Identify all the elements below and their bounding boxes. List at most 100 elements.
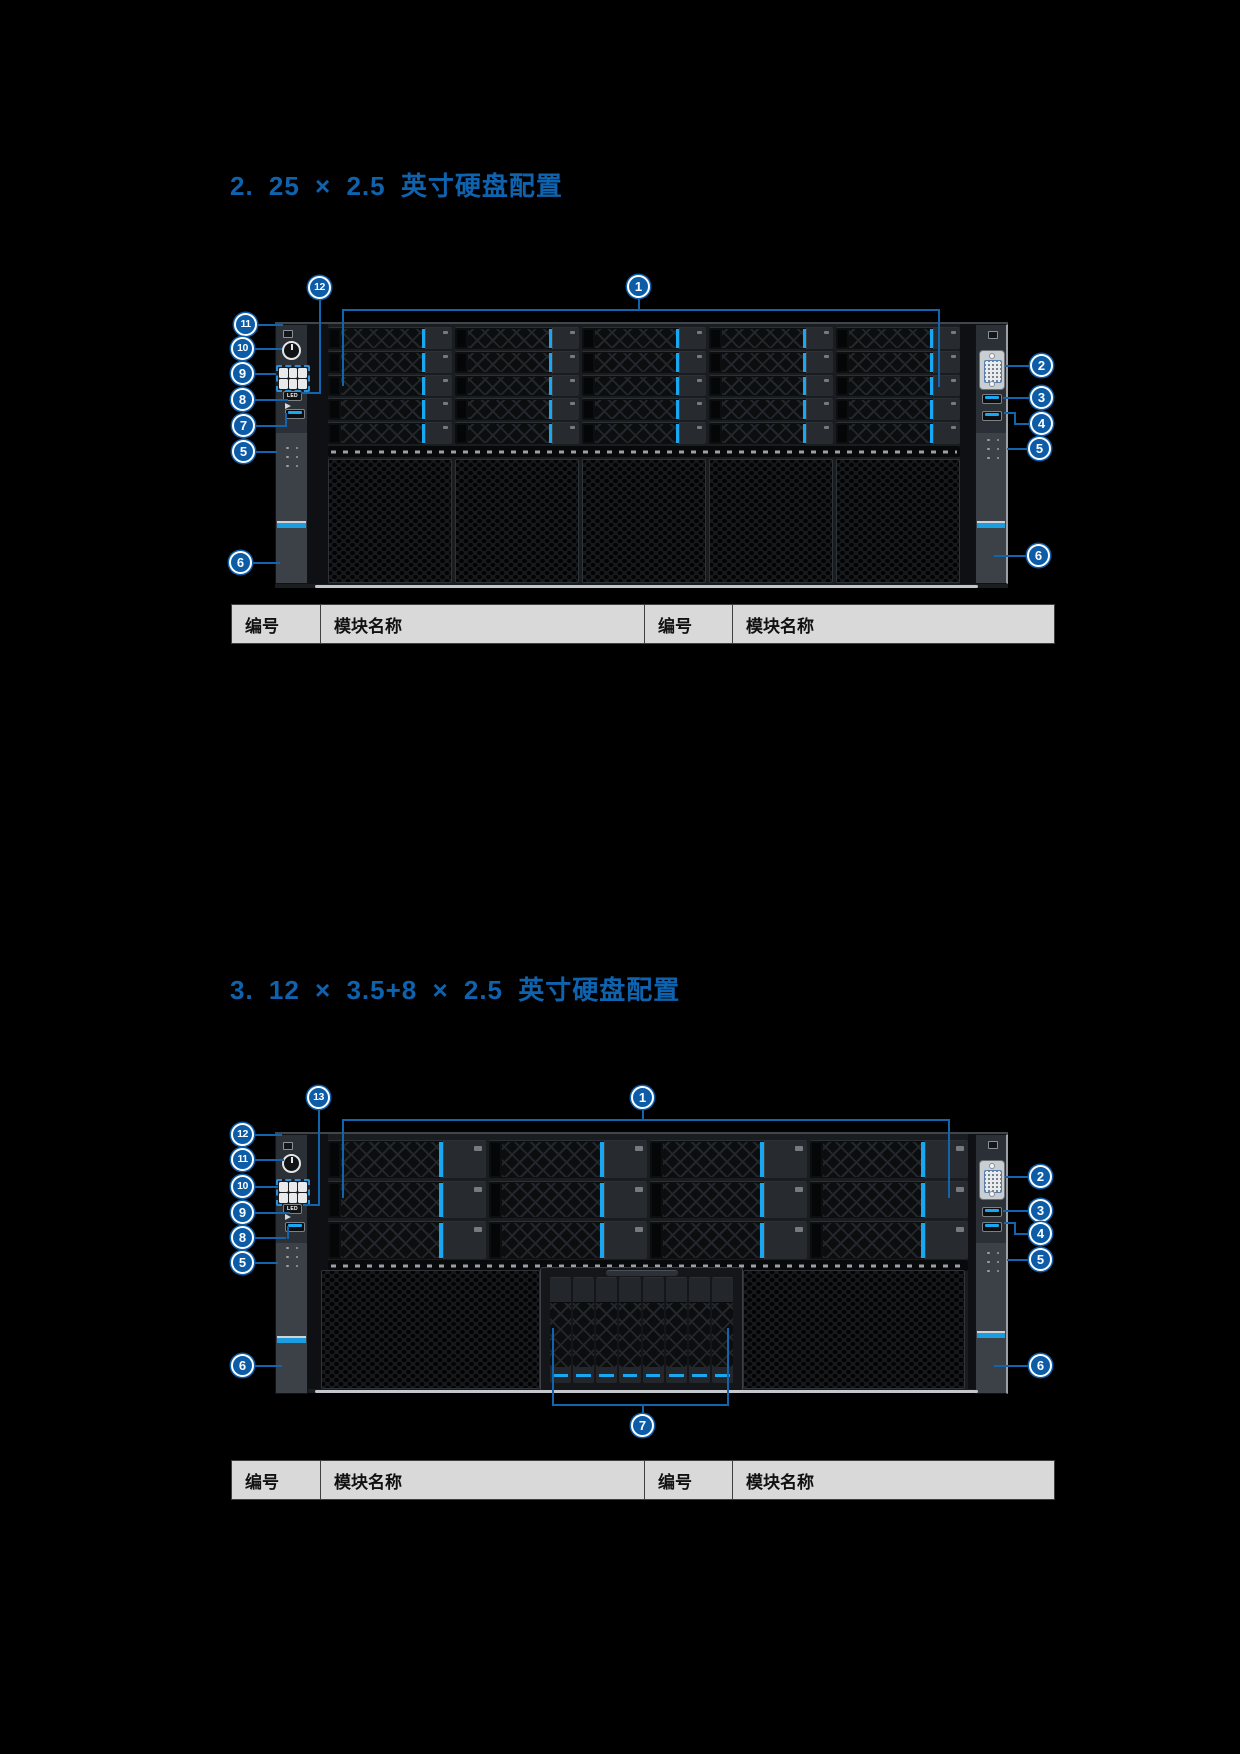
slot-cap: [596, 1278, 618, 1303]
tray-lattice: [468, 424, 549, 443]
drive-bay-grid-35: [328, 1140, 968, 1259]
leader-line: [342, 1121, 344, 1198]
drive-tray: [328, 1180, 486, 1219]
callout-vga-port: 2: [1029, 1165, 1052, 1188]
leader-line: [254, 1212, 290, 1214]
usb-port-icon: [982, 1207, 1002, 1217]
tray-lattice: [642, 1303, 664, 1367]
callout-right-ear: 5: [1028, 437, 1051, 460]
callout-left-ear: 5: [232, 440, 255, 463]
server-front-view-12x3.5-8x2.5: LED: [275, 1132, 1008, 1394]
drive-tray: [709, 398, 833, 421]
tray-latch: [425, 328, 452, 349]
dot-icon: [996, 438, 999, 442]
slot-bottom: [550, 1367, 572, 1383]
tray-latch: [425, 351, 452, 373]
pinhole-button-icon: [283, 330, 293, 338]
tray-vent: [490, 1224, 500, 1257]
tray-vent: [584, 425, 593, 442]
drive-tray: [649, 1221, 808, 1259]
tray-vent: [490, 1143, 500, 1176]
tray-latch: [806, 423, 833, 444]
status-led-icon: [298, 1182, 307, 1192]
tray-vent: [584, 377, 593, 395]
tray-latch: [552, 399, 579, 421]
drive-led-bar: [676, 424, 679, 443]
drive-led-bar: [622, 1373, 638, 1377]
tray-lattice: [341, 352, 422, 372]
dot-icon: [295, 1264, 298, 1268]
drive-led-bar: [760, 1182, 765, 1218]
screw-icon: [989, 1163, 995, 1169]
tray-lattice: [849, 352, 930, 372]
tray-latch: [552, 423, 579, 444]
chassis-bottom-edge: [315, 1390, 978, 1393]
leader-line: [1004, 1222, 1016, 1224]
tray-vent: [838, 425, 847, 442]
tray-lattice: [849, 400, 930, 420]
drive-led-bar: [803, 376, 806, 396]
slot-bottom: [711, 1367, 733, 1383]
drive-tray: [455, 350, 579, 373]
slot-bottom: [619, 1367, 641, 1383]
drive-tray: [582, 374, 706, 397]
slot-bottom: [596, 1367, 618, 1383]
tray-lattice: [823, 1182, 921, 1218]
tray-latch: [425, 423, 452, 444]
drive-tray: [328, 350, 452, 373]
led-uid-button: LED: [283, 1204, 302, 1214]
dot-icon: [295, 455, 298, 459]
drive-tray-vertical: [688, 1277, 710, 1383]
callout-led-panel: 10: [231, 1175, 254, 1198]
usb-port-icon: [982, 394, 1002, 404]
25-vertical-slots: [550, 1277, 733, 1383]
dot-icon: [996, 456, 999, 460]
leader-line: [254, 1186, 278, 1188]
leader-line: [252, 373, 276, 375]
leader-line: [1014, 412, 1016, 425]
tray-latch: [925, 1181, 968, 1219]
tray-lattice: [665, 1303, 687, 1367]
tray-latch: [679, 375, 706, 397]
slot-cap: [711, 1278, 733, 1303]
status-led-icon: [298, 368, 307, 378]
tray-lattice: [341, 1223, 439, 1258]
tray-vent: [651, 1183, 661, 1217]
grille-section: [321, 1270, 540, 1389]
column-header: 模块名称: [320, 605, 644, 643]
drive-led-bar: [921, 1182, 925, 1218]
drive-led-bar: [438, 1223, 443, 1258]
leader-line: [319, 299, 321, 394]
status-led-icon: [288, 1182, 298, 1192]
tray-lattice: [595, 376, 676, 396]
drive-led-bar: [599, 1182, 604, 1218]
vga-pins: [984, 360, 1002, 383]
tray-latch: [806, 328, 833, 349]
status-led-icon: [288, 379, 298, 389]
drive-led-bar: [422, 329, 425, 348]
leader-line: [642, 1107, 644, 1120]
tray-lattice: [341, 376, 422, 396]
drive-tray-vertical: [619, 1277, 641, 1383]
drive-tray: [328, 1140, 486, 1178]
grille-section: [709, 459, 833, 583]
drive-led-bar: [549, 424, 552, 443]
drive-tray: [455, 422, 579, 444]
dot-icon: [996, 447, 999, 451]
chassis-recess: [960, 324, 975, 584]
drive-tray: [709, 422, 833, 444]
status-led-icon: [298, 379, 307, 389]
drive-led-bar: [422, 424, 425, 443]
drive-tray: [810, 1140, 968, 1178]
dot-icon: [996, 1260, 999, 1264]
dot-icon: [996, 1251, 999, 1255]
callout-usb3-port-2: 4: [1030, 412, 1053, 435]
tray-lattice: [849, 424, 930, 443]
ear-blue-strip: [277, 1336, 306, 1343]
callout-pinhole: 11: [234, 313, 257, 336]
grille-section: [836, 459, 960, 583]
module-table-header-2: 编号 模块名称 编号 模块名称: [231, 1460, 1055, 1500]
leader-line: [1004, 412, 1016, 414]
leader-line: [254, 1237, 286, 1239]
leader-line: [1014, 1233, 1031, 1235]
